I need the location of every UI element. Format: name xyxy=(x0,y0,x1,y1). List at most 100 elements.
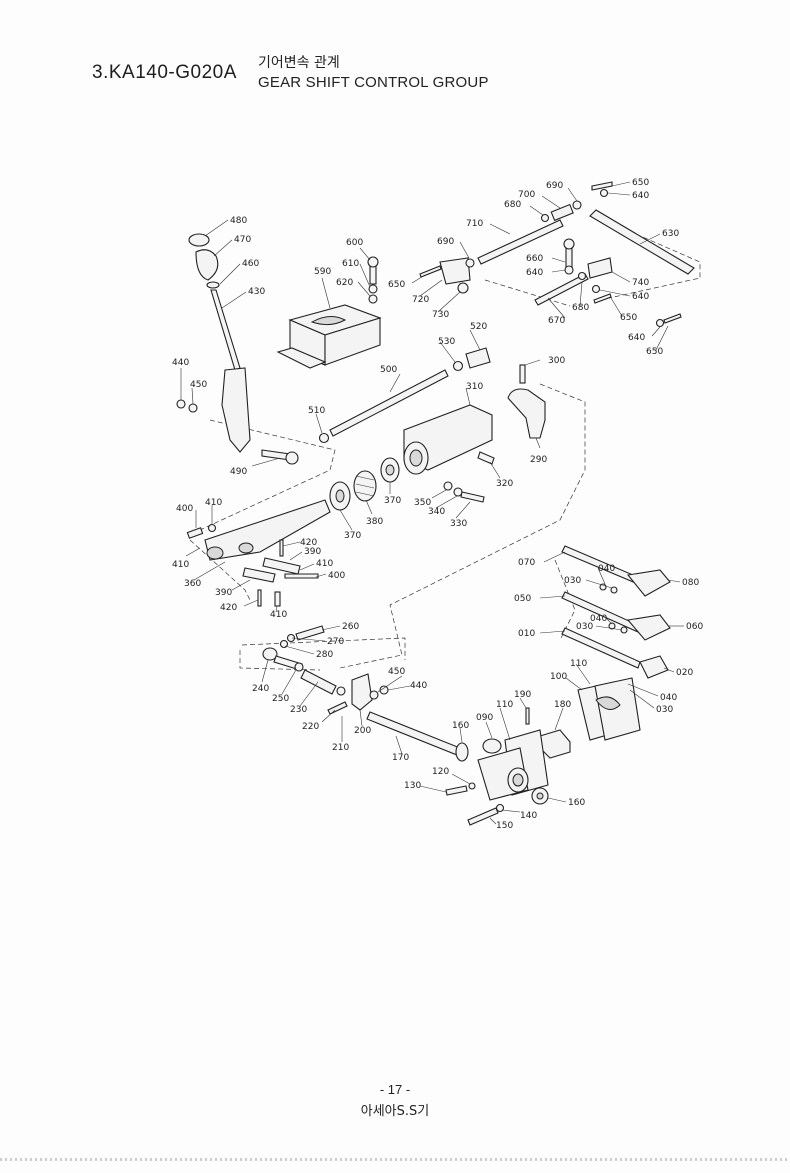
arm-200 xyxy=(351,673,373,711)
nut-530 xyxy=(452,360,464,372)
callout-450: 450 xyxy=(388,667,405,677)
assembly-guide-lines xyxy=(189,214,701,671)
nut-280 xyxy=(279,639,289,649)
callout-labels: 650 640 690 700 680 710 630 690 660 640 … xyxy=(172,178,703,831)
callout-040: 040 xyxy=(660,693,677,703)
callout-200: 200 xyxy=(354,726,371,736)
nut-250 xyxy=(294,662,304,672)
shift-rod-assembly xyxy=(318,347,546,475)
bracket-590 xyxy=(276,256,382,369)
callout-590: 590 xyxy=(314,267,331,277)
callout-410: 410 xyxy=(172,560,189,570)
yoke-720 xyxy=(439,257,471,285)
bolt-330 xyxy=(460,491,485,503)
callout-650: 650 xyxy=(620,313,637,323)
callout-020: 020 xyxy=(676,668,693,678)
page-number: - 17 - xyxy=(379,1082,411,1097)
group-title-english: GEAR SHIFT CONTROL GROUP xyxy=(258,74,489,91)
pin-650b xyxy=(593,293,612,304)
callout-030: 030 xyxy=(564,576,581,586)
callout-530: 530 xyxy=(438,337,455,347)
callout-110: 110 xyxy=(570,659,587,669)
callout-100: 100 xyxy=(550,672,567,682)
callout-270: 270 xyxy=(327,637,344,647)
callout-670: 670 xyxy=(548,316,565,326)
washer-450a xyxy=(188,403,198,413)
washer-140 xyxy=(495,803,505,813)
callout-040: 040 xyxy=(598,564,615,574)
callout-110: 110 xyxy=(496,700,513,710)
nut-620 xyxy=(368,294,378,304)
pin-650d xyxy=(419,265,442,278)
pin-650a xyxy=(591,181,613,191)
pin-650c xyxy=(663,313,682,324)
shift-lever xyxy=(176,233,299,465)
scan-edge xyxy=(0,1158,790,1161)
clip-410a xyxy=(207,523,217,533)
callout-480: 480 xyxy=(230,216,247,226)
rod-end-240 xyxy=(262,647,278,661)
callout-380: 380 xyxy=(366,517,383,527)
callout-210: 210 xyxy=(332,743,349,753)
callout-460: 460 xyxy=(242,259,259,269)
callout-680: 680 xyxy=(504,200,521,210)
lower-linkage xyxy=(262,625,469,762)
washer-350 xyxy=(443,481,453,491)
nut-450b xyxy=(369,690,379,700)
callout-610: 610 xyxy=(342,259,359,269)
arm-290 xyxy=(507,388,546,439)
callout-510: 510 xyxy=(308,406,325,416)
spring-030a xyxy=(610,586,618,594)
callout-160: 160 xyxy=(452,721,469,731)
leader-lines xyxy=(180,181,684,825)
callout-440: 440 xyxy=(410,681,427,691)
callout-160: 160 xyxy=(568,798,585,808)
callout-520: 520 xyxy=(470,322,487,332)
washer-640a xyxy=(599,188,609,198)
link-assembly-360 xyxy=(186,499,331,607)
fork-060 xyxy=(626,614,671,641)
callout-730: 730 xyxy=(432,310,449,320)
spring-assembly xyxy=(329,457,485,511)
callout-650: 650 xyxy=(646,347,663,357)
rod-500 xyxy=(329,369,449,437)
callout-080: 080 xyxy=(682,578,699,588)
fork-020 xyxy=(639,655,669,679)
callout-060: 060 xyxy=(686,622,703,632)
nut-220 xyxy=(336,686,346,696)
callout-660: 660 xyxy=(526,254,543,264)
callout-390: 390 xyxy=(304,547,321,557)
seal-160a xyxy=(455,742,469,762)
model-name: 아세아S.S기 xyxy=(360,1104,430,1119)
nut-690a xyxy=(572,200,582,210)
bolt-130 xyxy=(445,785,468,796)
rod-230 xyxy=(300,669,337,695)
nut-680a xyxy=(540,213,550,223)
callout-230: 230 xyxy=(290,705,307,715)
knob-470 xyxy=(195,249,219,281)
callout-310: 310 xyxy=(466,382,483,392)
callout-130: 130 xyxy=(404,781,421,791)
bolt-320 xyxy=(477,451,495,465)
rod-end-520 xyxy=(465,347,491,369)
callout-090: 090 xyxy=(476,713,493,723)
callout-640: 640 xyxy=(632,292,649,302)
callout-420: 420 xyxy=(220,603,237,613)
callout-280: 280 xyxy=(316,650,333,660)
callout-150: 150 xyxy=(496,821,513,831)
ball-040b xyxy=(608,622,616,630)
pin-730 xyxy=(457,282,469,294)
callout-030: 030 xyxy=(576,622,593,632)
callout-410: 410 xyxy=(205,498,222,508)
fork-080 xyxy=(626,569,671,597)
nut-510 xyxy=(318,432,330,444)
callout-300: 300 xyxy=(548,356,565,366)
callout-250: 250 xyxy=(272,694,289,704)
callout-710: 710 xyxy=(466,219,483,229)
callout-170: 170 xyxy=(392,753,409,763)
callout-010: 010 xyxy=(518,629,535,639)
callout-320: 320 xyxy=(496,479,513,489)
plate-390a xyxy=(262,557,301,575)
bolt-150 xyxy=(467,807,499,826)
callout-050: 050 xyxy=(514,594,531,604)
